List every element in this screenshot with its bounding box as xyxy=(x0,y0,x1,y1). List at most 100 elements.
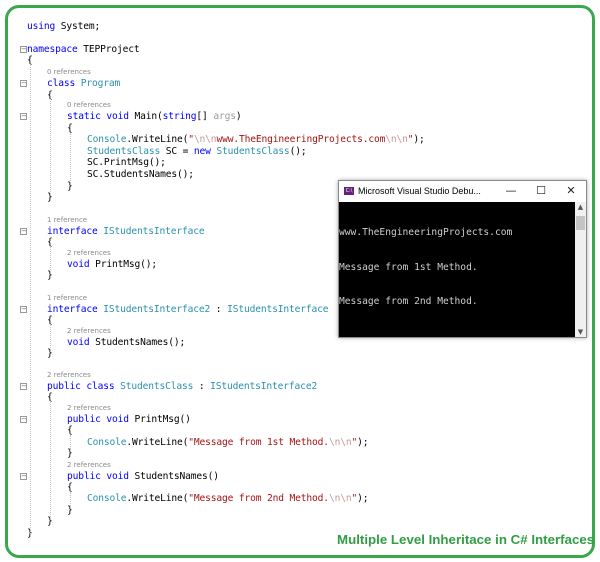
code-token: ); xyxy=(357,437,369,448)
code-token: } xyxy=(47,270,53,281)
code-line[interactable]: } xyxy=(47,348,53,359)
code-line[interactable]: interface IStudentsInterface xyxy=(47,226,205,237)
code-token: public void xyxy=(67,471,135,482)
minimize-button[interactable]: — xyxy=(505,184,517,197)
code-token: } xyxy=(47,192,53,203)
code-token: " xyxy=(351,493,358,504)
code-token: SC.StudentsNames(); xyxy=(87,169,194,180)
console-output-line: Message from 1st Method. xyxy=(339,262,478,273)
code-line[interactable]: } xyxy=(67,448,73,459)
code-line[interactable]: { xyxy=(27,55,33,66)
code-token: } xyxy=(67,505,73,516)
reference-count[interactable]: 2 references xyxy=(67,249,111,257)
code-token: .WriteLine( xyxy=(126,493,189,504)
reference-count[interactable]: 2 references xyxy=(67,404,111,412)
code-token: } xyxy=(67,181,73,192)
code-line[interactable]: { xyxy=(47,90,53,101)
code-line[interactable]: public void StudentsNames() xyxy=(67,471,219,482)
code-line[interactable]: } xyxy=(47,192,53,203)
code-line[interactable]: StudentsClass SC = new StudentsClass(); xyxy=(87,146,307,157)
scroll-down-arrow-icon[interactable]: ▼ xyxy=(577,328,584,336)
code-token: .WriteLine( xyxy=(126,437,189,448)
console-app-icon: C:\ xyxy=(344,187,354,195)
code-line[interactable]: namespace TEPProject xyxy=(27,44,140,55)
code-line[interactable]: } xyxy=(67,505,73,516)
code-line[interactable]: Console.WriteLine("Message from 2nd Meth… xyxy=(87,493,369,504)
reference-count[interactable]: 1 reference xyxy=(47,294,88,302)
code-token: ); xyxy=(357,493,369,504)
code-line[interactable]: public class StudentsClass : IStudentsIn… xyxy=(47,381,317,392)
reference-count[interactable]: 2 references xyxy=(47,371,91,379)
code-token: void xyxy=(67,337,96,348)
code-line[interactable]: } xyxy=(67,181,73,192)
code-line[interactable]: public void PrintMsg() xyxy=(67,414,191,425)
collapse-toggle-icon[interactable]: − xyxy=(20,305,27,313)
code-token: "Message from 1st Method. xyxy=(188,437,329,448)
code-line[interactable]: { xyxy=(67,425,73,436)
console-window[interactable]: C:\ Microsoft Visual Studio Debu... — ☐ … xyxy=(338,180,587,338)
reference-count[interactable]: 2 references xyxy=(67,327,111,335)
code-token: { xyxy=(27,55,33,66)
reference-count[interactable]: 2 references xyxy=(67,461,111,469)
code-token: using xyxy=(27,21,61,32)
code-token: Main( xyxy=(134,111,163,122)
code-token: SC = xyxy=(160,146,194,157)
code-line[interactable]: } xyxy=(27,528,33,539)
code-line[interactable]: { xyxy=(47,315,53,326)
indent-guide xyxy=(70,133,71,183)
reference-count[interactable]: 0 references xyxy=(47,68,91,76)
code-token: { xyxy=(67,482,73,493)
code-line[interactable]: } xyxy=(47,516,53,527)
code-token: public void xyxy=(67,414,135,425)
maximize-button[interactable]: ☐ xyxy=(536,184,546,197)
code-line[interactable]: using System; xyxy=(27,21,100,32)
code-token: www.TheEngineeringProjects.com xyxy=(216,134,386,145)
indent-guide xyxy=(50,99,51,194)
code-line[interactable]: Console.WriteLine("Message from 1st Meth… xyxy=(87,437,369,448)
console-output-line: www.TheEngineeringProjects.com xyxy=(339,227,513,238)
scroll-up-arrow-icon[interactable]: ▲ xyxy=(577,203,584,211)
code-token: Console xyxy=(87,437,127,448)
code-token: StudentsNames(); xyxy=(95,337,186,348)
code-line[interactable]: void StudentsNames(); xyxy=(67,337,185,348)
code-line[interactable]: class Program xyxy=(47,78,120,89)
code-token: } xyxy=(67,448,73,459)
figure-caption: Multiple Level Inheritace in C# Interfac… xyxy=(337,532,595,547)
reference-count[interactable]: 0 references xyxy=(67,101,111,109)
collapse-toggle-icon[interactable]: − xyxy=(20,415,27,423)
code-token: } xyxy=(47,348,53,359)
code-token: "Message from 2nd Method. xyxy=(188,493,329,504)
console-scrollbar[interactable]: ▲ ▼ xyxy=(575,202,586,337)
code-token: { xyxy=(67,425,73,436)
code-line[interactable]: } xyxy=(47,270,53,281)
collapse-toggle-icon[interactable]: − xyxy=(20,472,27,480)
code-token: StudentsNames() xyxy=(134,471,220,482)
code-token: TEPProject xyxy=(83,44,140,55)
console-title-bar[interactable]: C:\ Microsoft Visual Studio Debu... — ☐ … xyxy=(339,181,586,202)
scroll-thumb[interactable] xyxy=(576,216,585,230)
collapse-toggle-icon[interactable]: − xyxy=(20,227,27,235)
code-line[interactable]: interface IStudentsInterface2 : IStudent… xyxy=(47,304,328,315)
indent-guide xyxy=(70,435,71,451)
code-line[interactable]: { xyxy=(47,237,53,248)
code-line[interactable]: SC.PrintMsg(); xyxy=(87,157,166,168)
code-token: \n\n xyxy=(328,437,352,448)
indent-guide xyxy=(70,492,71,508)
code-line[interactable]: SC.StudentsNames(); xyxy=(87,169,194,180)
reference-count[interactable]: 1 reference xyxy=(47,216,88,224)
code-token: \n\n xyxy=(385,134,408,145)
collapse-toggle-icon[interactable]: − xyxy=(20,79,27,87)
collapse-toggle-icon[interactable]: − xyxy=(20,45,27,53)
close-button[interactable]: ✕ xyxy=(566,184,576,197)
code-token: " xyxy=(188,134,194,145)
collapse-toggle-icon[interactable]: − xyxy=(20,112,27,120)
code-line[interactable]: static void Main(string[] args) xyxy=(67,111,242,122)
collapse-toggle-icon[interactable]: − xyxy=(20,382,27,390)
code-line[interactable]: { xyxy=(47,392,53,403)
code-token: [] xyxy=(196,111,214,122)
code-token: " xyxy=(407,134,414,145)
code-line[interactable]: { xyxy=(67,123,73,134)
code-line[interactable]: void PrintMsg(); xyxy=(67,259,157,270)
code-line[interactable]: Console.WriteLine("\n\nwww.TheEngineerin… xyxy=(87,134,425,145)
code-line[interactable]: { xyxy=(67,482,73,493)
